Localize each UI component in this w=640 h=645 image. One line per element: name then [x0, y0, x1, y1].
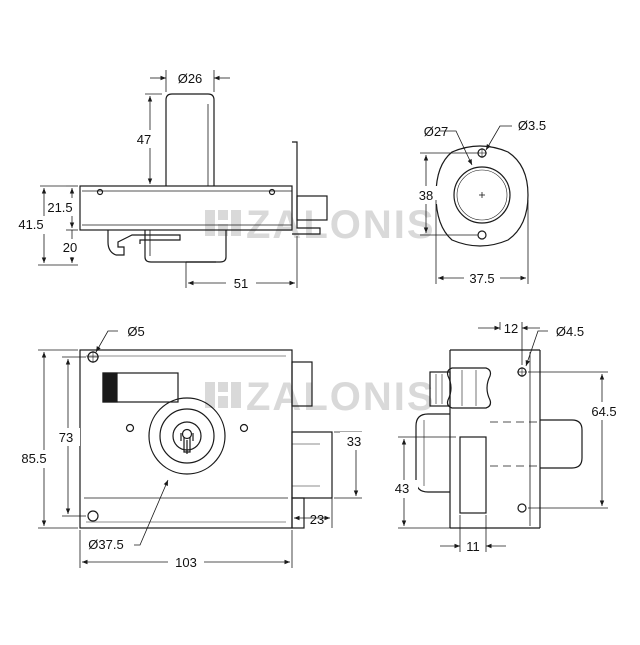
dim-side-depth: 51 [185, 236, 298, 291]
dim-face-cylinder-diameter: Ø27 [424, 124, 473, 166]
mount-hole-bottom [87, 510, 99, 522]
dim-front-hole-diameter: Ø5 [95, 324, 145, 353]
dim-side-upper-height: 21.5 [44, 185, 78, 231]
dim-label: Ø5 [127, 324, 144, 339]
side-view: Ø26 47 21.5 41.5 20 [16, 70, 328, 291]
end-bolt [490, 419, 583, 469]
end-keeper [415, 413, 487, 514]
dim-label: 73 [59, 430, 73, 445]
dim-face-height: 38 [412, 152, 478, 236]
dim-end-keeper-height: 43 [388, 436, 456, 529]
dim-label: 37.5 [469, 271, 494, 286]
dim-label: 12 [504, 321, 518, 336]
watermark-text: ZALONIS [246, 375, 436, 419]
dim-front-bolt-height: 33 [334, 431, 370, 499]
side-bolt [296, 195, 328, 221]
dim-label: 23 [310, 512, 324, 527]
end-view: 12 Ø4.5 64.5 43 11 [388, 321, 624, 554]
dim-side-lower-height: 20 [58, 230, 82, 263]
cylinder-face-view: Ø27 Ø3.5 38 37.5 [412, 118, 546, 286]
watermark-bottom: ZALONIS [205, 375, 436, 419]
side-hook [107, 230, 181, 256]
dim-front-total-height: 85.5 [18, 349, 78, 529]
dim-label: 51 [234, 276, 248, 291]
dim-front-width: 103 [79, 530, 293, 570]
dim-label: 21.5 [47, 200, 72, 215]
dim-side-total-height: 41.5 [16, 185, 78, 266]
dim-label: 103 [175, 555, 197, 570]
front-view: Ø5 73 85.5 33 23 [18, 324, 370, 570]
dim-label: 38 [419, 188, 433, 203]
keyhole-icon [180, 428, 194, 454]
dim-face-width: 37.5 [435, 200, 529, 286]
dim-label: 41.5 [18, 217, 43, 232]
dim-label: 11 [466, 539, 480, 554]
dim-side-cylinder-height: 47 [133, 93, 162, 184]
dim-label: 85.5 [21, 451, 46, 466]
dim-end-hole-diameter: Ø4.5 [525, 324, 584, 367]
dim-label: 20 [63, 240, 77, 255]
side-faceplate [292, 141, 321, 235]
dim-label: 47 [137, 132, 151, 147]
dim-label: 33 [347, 434, 361, 449]
dim-side-cylinder-diameter: Ø26 [150, 70, 230, 92]
dim-front-bolt-projection: 23 [294, 498, 333, 528]
end-plate [449, 349, 541, 529]
dim-label: Ø37.5 [88, 537, 123, 552]
dim-front-inner-height: 73 [54, 356, 86, 517]
dim-label: Ø3.5 [518, 118, 546, 133]
mount-hole-bottom [517, 503, 527, 513]
front-window [102, 372, 179, 403]
dim-label: 64.5 [591, 404, 616, 419]
side-lower-housing [144, 230, 227, 263]
dim-end-hole-offset: 12 [478, 321, 540, 365]
front-faceplate [291, 361, 333, 529]
dim-label: Ø4.5 [556, 324, 584, 339]
front-rosette [148, 397, 226, 475]
watermark-logo-icon [205, 382, 241, 408]
dim-front-rosette-diameter: Ø37.5 [88, 479, 169, 552]
dim-end-hole-spacing: 64.5 [528, 371, 624, 509]
side-cylinder [165, 93, 215, 186]
watermark-logo-icon [205, 210, 241, 236]
dim-label: Ø27 [424, 124, 449, 139]
end-knob [429, 367, 492, 409]
side-body [79, 185, 293, 231]
dim-face-hole-diameter: Ø3.5 [485, 118, 546, 151]
cylinder-circle [453, 166, 511, 224]
dim-end-keeper-width: 11 [440, 515, 506, 554]
dim-label: 43 [395, 481, 409, 496]
dim-label: Ø26 [178, 71, 203, 86]
screw-hole-bottom [477, 230, 487, 240]
